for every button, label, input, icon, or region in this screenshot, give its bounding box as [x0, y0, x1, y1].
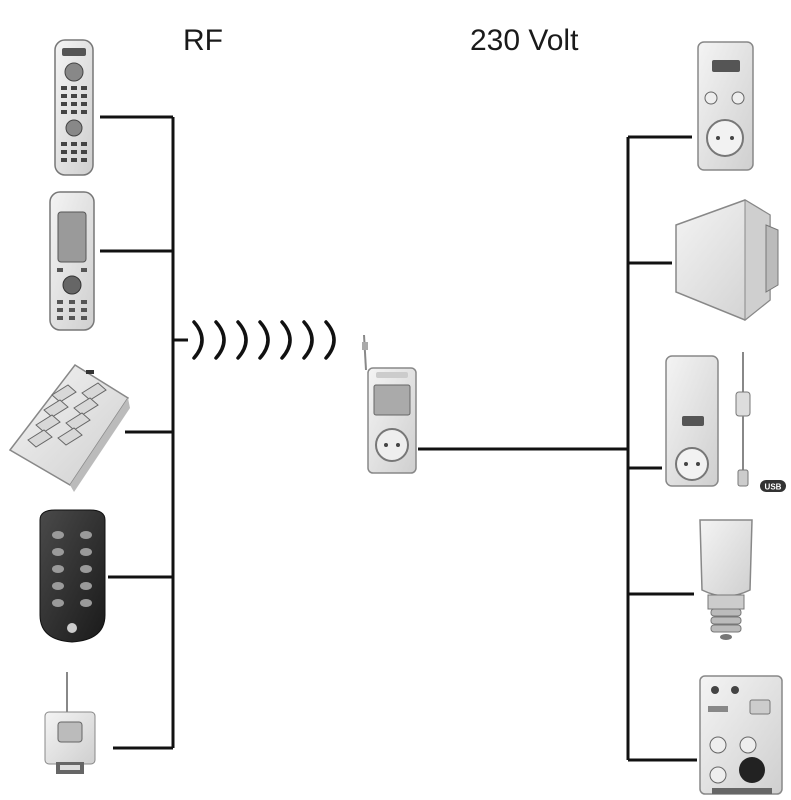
usb-badge-text: USB [765, 483, 782, 492]
din-rail-module-icon [699, 675, 783, 795]
key-fob-remote-icon [39, 509, 106, 643]
lamp-socket-adapter-icon [699, 519, 753, 640]
right-bus [418, 135, 697, 762]
remote-control-tv-icon [54, 39, 94, 176]
wall-switch-panel-icon [8, 364, 130, 492]
rf-receiver-plug-icon [362, 334, 417, 474]
usb-badge: USB [760, 480, 786, 492]
left-bus [100, 115, 188, 750]
remote-control-display-icon [49, 191, 95, 331]
plug-in-dimmer-icon [697, 41, 754, 171]
plug-module-with-cable-icon [665, 352, 751, 487]
rf-label: RF [183, 24, 223, 57]
rf-waves-icon [192, 320, 336, 360]
wall-box-module-icon [675, 199, 779, 322]
volt-label: 230 Volt [470, 24, 579, 57]
motion-sensor-icon [44, 672, 96, 774]
